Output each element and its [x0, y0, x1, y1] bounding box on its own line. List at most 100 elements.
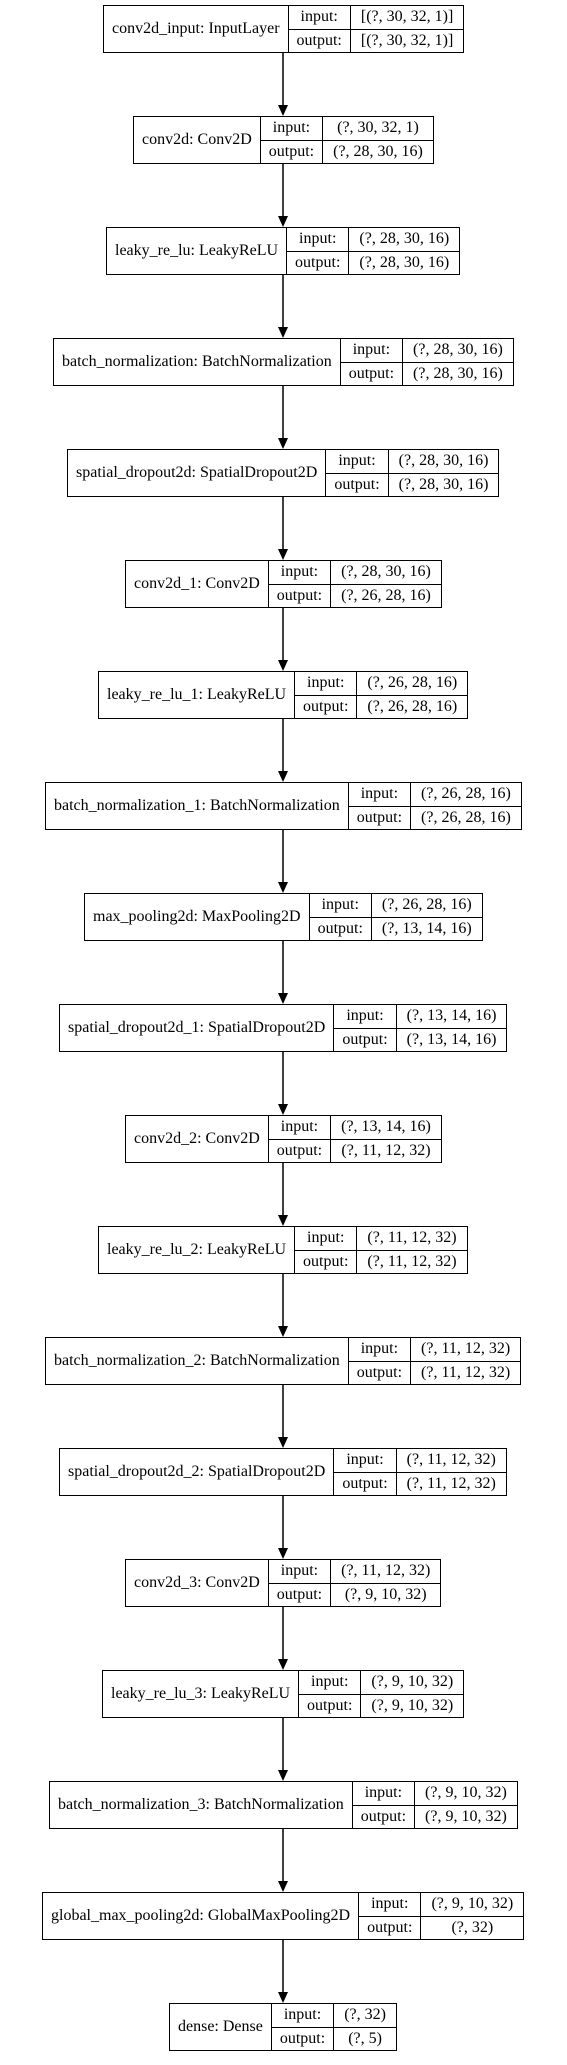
output-shape: (?, 28, 30, 16): [323, 139, 433, 164]
input-label: input:: [280, 563, 319, 581]
shape-values: (?, 11, 12, 32)(?, 9, 10, 32): [331, 1560, 441, 1606]
input-shape: (?, 26, 28, 16): [367, 674, 458, 692]
output-label: output:: [268, 1582, 331, 1607]
input-shape: (?, 28, 30, 16): [341, 563, 431, 581]
input-shape: (?, 9, 10, 32): [431, 1895, 514, 1913]
output-label: output:: [268, 1138, 331, 1163]
input-label: input:: [307, 674, 345, 692]
edge-arrowhead: [278, 549, 288, 560]
input-label: input:: [311, 1673, 349, 1691]
output-shape: (?, 9, 10, 32): [415, 1804, 517, 1829]
shape-values: (?, 28, 30, 16) (?, 28, 30, 16): [403, 339, 513, 385]
output-label: output:: [334, 1471, 396, 1496]
output-shape: (?, 26, 28, 16): [411, 805, 521, 830]
input-label: input:: [280, 1118, 319, 1136]
io-labels: input: output:: [268, 1116, 332, 1163]
input-label: input:: [371, 1895, 409, 1913]
io-labels: input:output:: [340, 339, 404, 385]
layer-name: conv2d_input: InputLayer: [104, 6, 289, 52]
io-labels: input:output:: [348, 783, 412, 830]
io-labels: input: output:: [334, 1449, 397, 1496]
shape-values: (?, 28, 30, 16) (?, 28, 30, 16): [388, 450, 499, 497]
input-label: input:: [360, 1340, 399, 1358]
io-labels: input:output:: [334, 1005, 397, 1052]
input-shape: (?, 11, 12, 32): [421, 1340, 511, 1358]
shape-values: (?, 26, 28, 16) (?, 26, 28, 16): [411, 783, 521, 829]
input-shape: (?, 9, 10, 32): [425, 1784, 507, 1802]
input-shape: (?, 28, 30, 16): [398, 452, 489, 470]
input-shape: (?, 13, 14, 16): [341, 1118, 431, 1136]
layer-node: batch_normalization_3: BatchNormalizatio…: [49, 1781, 518, 1829]
output-label: output:: [260, 139, 323, 164]
output-label: output:: [295, 694, 357, 719]
shape-values: (?, 28, 30, 16) (?, 26, 28, 16): [331, 561, 441, 607]
layer-name: max_pooling2d: MaxPooling2D: [85, 894, 310, 940]
output-label: output:: [288, 28, 350, 53]
edge-arrowhead: [278, 882, 288, 893]
input-shape: (?, 11, 12, 32): [341, 1562, 431, 1580]
input-shape: (?, 9, 10, 32): [371, 1673, 454, 1691]
edge-arrowhead: [278, 1548, 288, 1559]
io-labels: input: output:: [260, 117, 324, 164]
input-shape: (?, 28, 30, 16): [413, 341, 503, 359]
input-shape: (?, 32): [344, 2006, 386, 2024]
layer-name: conv2d: Conv2D: [134, 117, 261, 163]
output-shape: (?, 11, 12, 32): [331, 1138, 441, 1163]
layer-name: batch_normalization_1: BatchNormalizatio…: [46, 783, 349, 829]
io-labels: input:output:: [268, 1560, 332, 1607]
io-labels: input: output:: [295, 672, 358, 719]
layer-node: leaky_re_lu_3: LeakyReLU input: output: (?,…: [102, 1670, 465, 1718]
output-label: output:: [271, 2026, 334, 2051]
edge-arrowhead: [278, 1437, 288, 1448]
edge-arrowhead: [278, 1659, 288, 1670]
layer-name: batch_normalization: BatchNormalization: [54, 339, 341, 385]
io-labels: input:output:: [295, 1227, 358, 1273]
output-shape: (?, 11, 12, 32): [411, 1360, 521, 1385]
input-label: input:: [283, 2006, 322, 2024]
output-shape: (?, 13, 14, 16): [396, 1027, 507, 1052]
output-shape: (?, 28, 30, 16): [388, 472, 499, 497]
edge-arrowhead: [278, 1881, 288, 1892]
output-label: output:: [299, 1693, 361, 1718]
layer-name: leaky_re_lu_2: LeakyReLU: [99, 1227, 296, 1273]
output-label: output:: [326, 472, 388, 497]
shape-values: (?, 9, 10, 32) (?, 9, 10, 32): [415, 1782, 517, 1828]
shape-values: (?, 11, 12, 32)(?, 11, 12, 32): [396, 1449, 506, 1496]
output-shape: (?, 13, 14, 16): [371, 916, 482, 941]
edge-arrowhead: [278, 327, 288, 338]
edge-arrowhead: [278, 1215, 288, 1226]
shape-values: (?, 13, 14, 16) (?, 11, 12, 32): [331, 1116, 441, 1162]
shape-values: (?, 26, 28, 16)(?, 26, 28, 16): [357, 672, 468, 718]
input-label: input:: [364, 1784, 403, 1802]
io-labels: input: output:: [271, 2004, 335, 2051]
output-label: output:: [287, 250, 349, 275]
output-shape: (?, 26, 28, 16): [331, 583, 441, 608]
output-shape: (?, 11, 12, 32): [396, 1471, 506, 1496]
layer-name: conv2d_2: Conv2D: [126, 1116, 269, 1162]
shape-values: (?, 11, 12, 32) (?, 11, 12, 32): [411, 1338, 521, 1385]
output-label: output:: [334, 1027, 396, 1052]
input-shape: (?, 26, 28, 16): [421, 785, 511, 803]
output-label: output:: [359, 1915, 421, 1940]
edge-arrowhead: [278, 1770, 288, 1781]
input-label: input:: [321, 896, 359, 914]
layer-name: leaky_re_lu_3: LeakyReLU: [103, 1671, 300, 1717]
output-label: output:: [348, 805, 411, 830]
input-label: input:: [299, 230, 337, 248]
edge-arrowhead: [278, 660, 288, 671]
layer-node: global_max_pooling2d: GlobalMaxPooling2D…: [42, 1892, 525, 1940]
input-label: input:: [272, 119, 311, 137]
input-shape: [(?, 30, 32, 1)]: [360, 8, 454, 26]
io-labels: input:output:: [326, 450, 389, 497]
io-labels: input: output:: [359, 1893, 422, 1940]
input-label: input:: [346, 1451, 384, 1469]
layer-name: global_max_pooling2d: GlobalMaxPooling2D: [43, 1893, 360, 1939]
input-shape: (?, 30, 32, 1): [337, 119, 419, 137]
input-label: input:: [307, 1229, 345, 1247]
output-shape: (?, 28, 30, 16): [403, 361, 513, 386]
